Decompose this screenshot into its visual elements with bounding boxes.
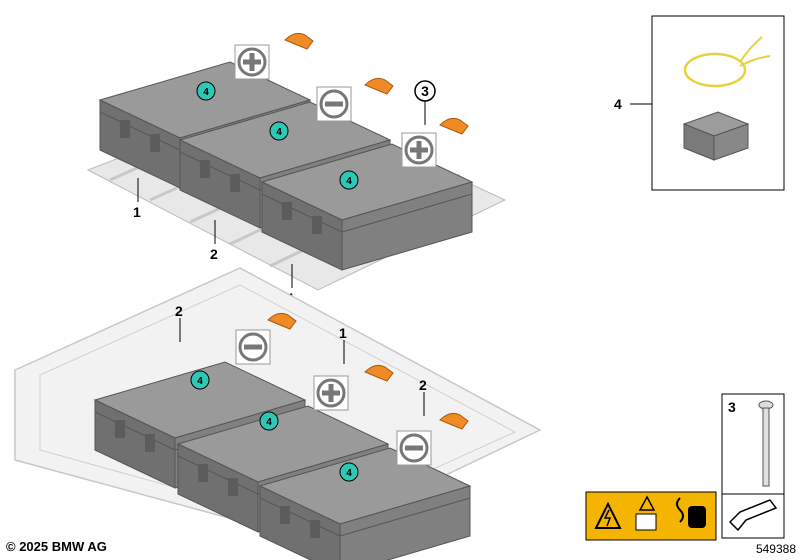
diagram-id: 549388 <box>755 542 796 556</box>
module-badge: 4 <box>339 170 359 190</box>
svg-text:4: 4 <box>346 176 352 187</box>
module-badge: 4 <box>259 411 279 431</box>
callout-2: 2 <box>419 377 427 393</box>
wire-harness-icon <box>683 36 771 88</box>
bolt-icon <box>758 400 774 487</box>
module-badge: 4 <box>196 81 216 101</box>
callout-3: 3 <box>421 83 429 99</box>
callout-4: 4 <box>614 96 622 112</box>
minus-terminal-icon <box>234 328 272 366</box>
caution-icon <box>638 495 656 511</box>
copyright-text: © 2025 BMW AG <box>6 539 107 554</box>
callout-1: 1 <box>133 204 141 220</box>
electric-hand-icon <box>676 497 684 523</box>
bottom-assembly: 4 4 4 2 1 2 <box>14 267 542 560</box>
callout-1: 1 <box>339 325 347 341</box>
svg-text:4: 4 <box>197 376 203 387</box>
high-voltage-icon <box>594 501 622 529</box>
callout-2: 2 <box>175 303 183 319</box>
bolt-panel: 3 <box>721 393 785 495</box>
kit-panel: 4 <box>614 15 785 191</box>
module-badge: 4 <box>339 462 359 482</box>
svg-text:4: 4 <box>203 87 209 98</box>
module-badge: 4 <box>190 370 210 390</box>
minus-terminal-icon <box>395 429 433 467</box>
hv-connector <box>439 117 469 135</box>
plus-terminal-icon <box>312 374 350 412</box>
thermal-pad-icon <box>682 111 750 161</box>
top-assembly: 4 4 4 1 2 1 3 <box>86 32 507 306</box>
direction-label <box>721 493 785 539</box>
plus-terminal-icon <box>400 131 438 169</box>
callout-2: 2 <box>210 246 218 262</box>
svg-text:4: 4 <box>276 127 282 138</box>
minus-terminal-icon <box>315 85 353 123</box>
warning-label <box>585 491 717 541</box>
arrow-icon <box>728 499 778 532</box>
svg-text:4: 4 <box>266 417 272 428</box>
module-badge: 4 <box>269 121 289 141</box>
hv-connector <box>364 77 394 95</box>
hv-connector <box>284 32 314 50</box>
callout-3: 3 <box>728 399 736 415</box>
manual-icon <box>635 513 657 531</box>
plus-terminal-icon <box>233 43 271 81</box>
svg-text:4: 4 <box>346 468 352 479</box>
